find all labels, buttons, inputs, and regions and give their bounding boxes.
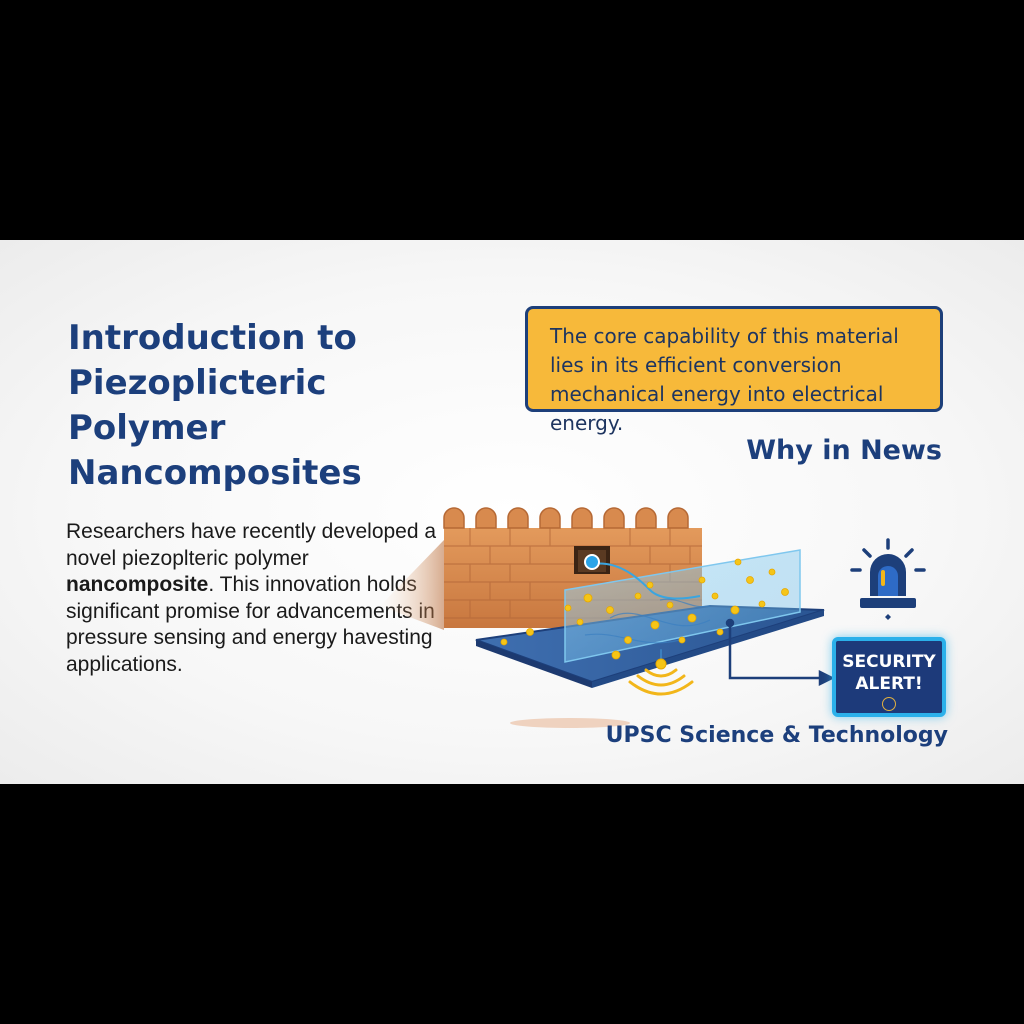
signal-waves-icon <box>628 649 694 696</box>
slide-title: Introduction to Piezoplicteric Polymer N… <box>68 318 362 493</box>
footer-label: UPSC Science & Technology <box>605 723 948 748</box>
security-alert-box: SECURITY ALERT! <box>832 637 946 717</box>
intro-text-part1: Researchers have recently developed a no… <box>66 520 437 570</box>
intro-paragraph: Researchers have recently developed a no… <box>66 519 446 678</box>
sensor-film-icon <box>564 549 801 663</box>
shadow <box>510 718 630 728</box>
shield-icon <box>882 697 896 711</box>
intro-text-part2: . This innovation holds significant prom… <box>66 573 435 676</box>
energy-particles <box>500 558 789 660</box>
alert-line2: ALERT! <box>855 674 923 694</box>
why-in-news-heading: Why in News <box>746 435 942 466</box>
alert-line1: SECURITY <box>842 652 936 672</box>
intro-text-bold: nancomposite <box>66 573 209 596</box>
callout-box: The core capability of this material lie… <box>525 306 943 435</box>
illustration-scene <box>380 507 835 728</box>
siren-icon <box>850 538 926 620</box>
alert-connector <box>725 618 835 687</box>
